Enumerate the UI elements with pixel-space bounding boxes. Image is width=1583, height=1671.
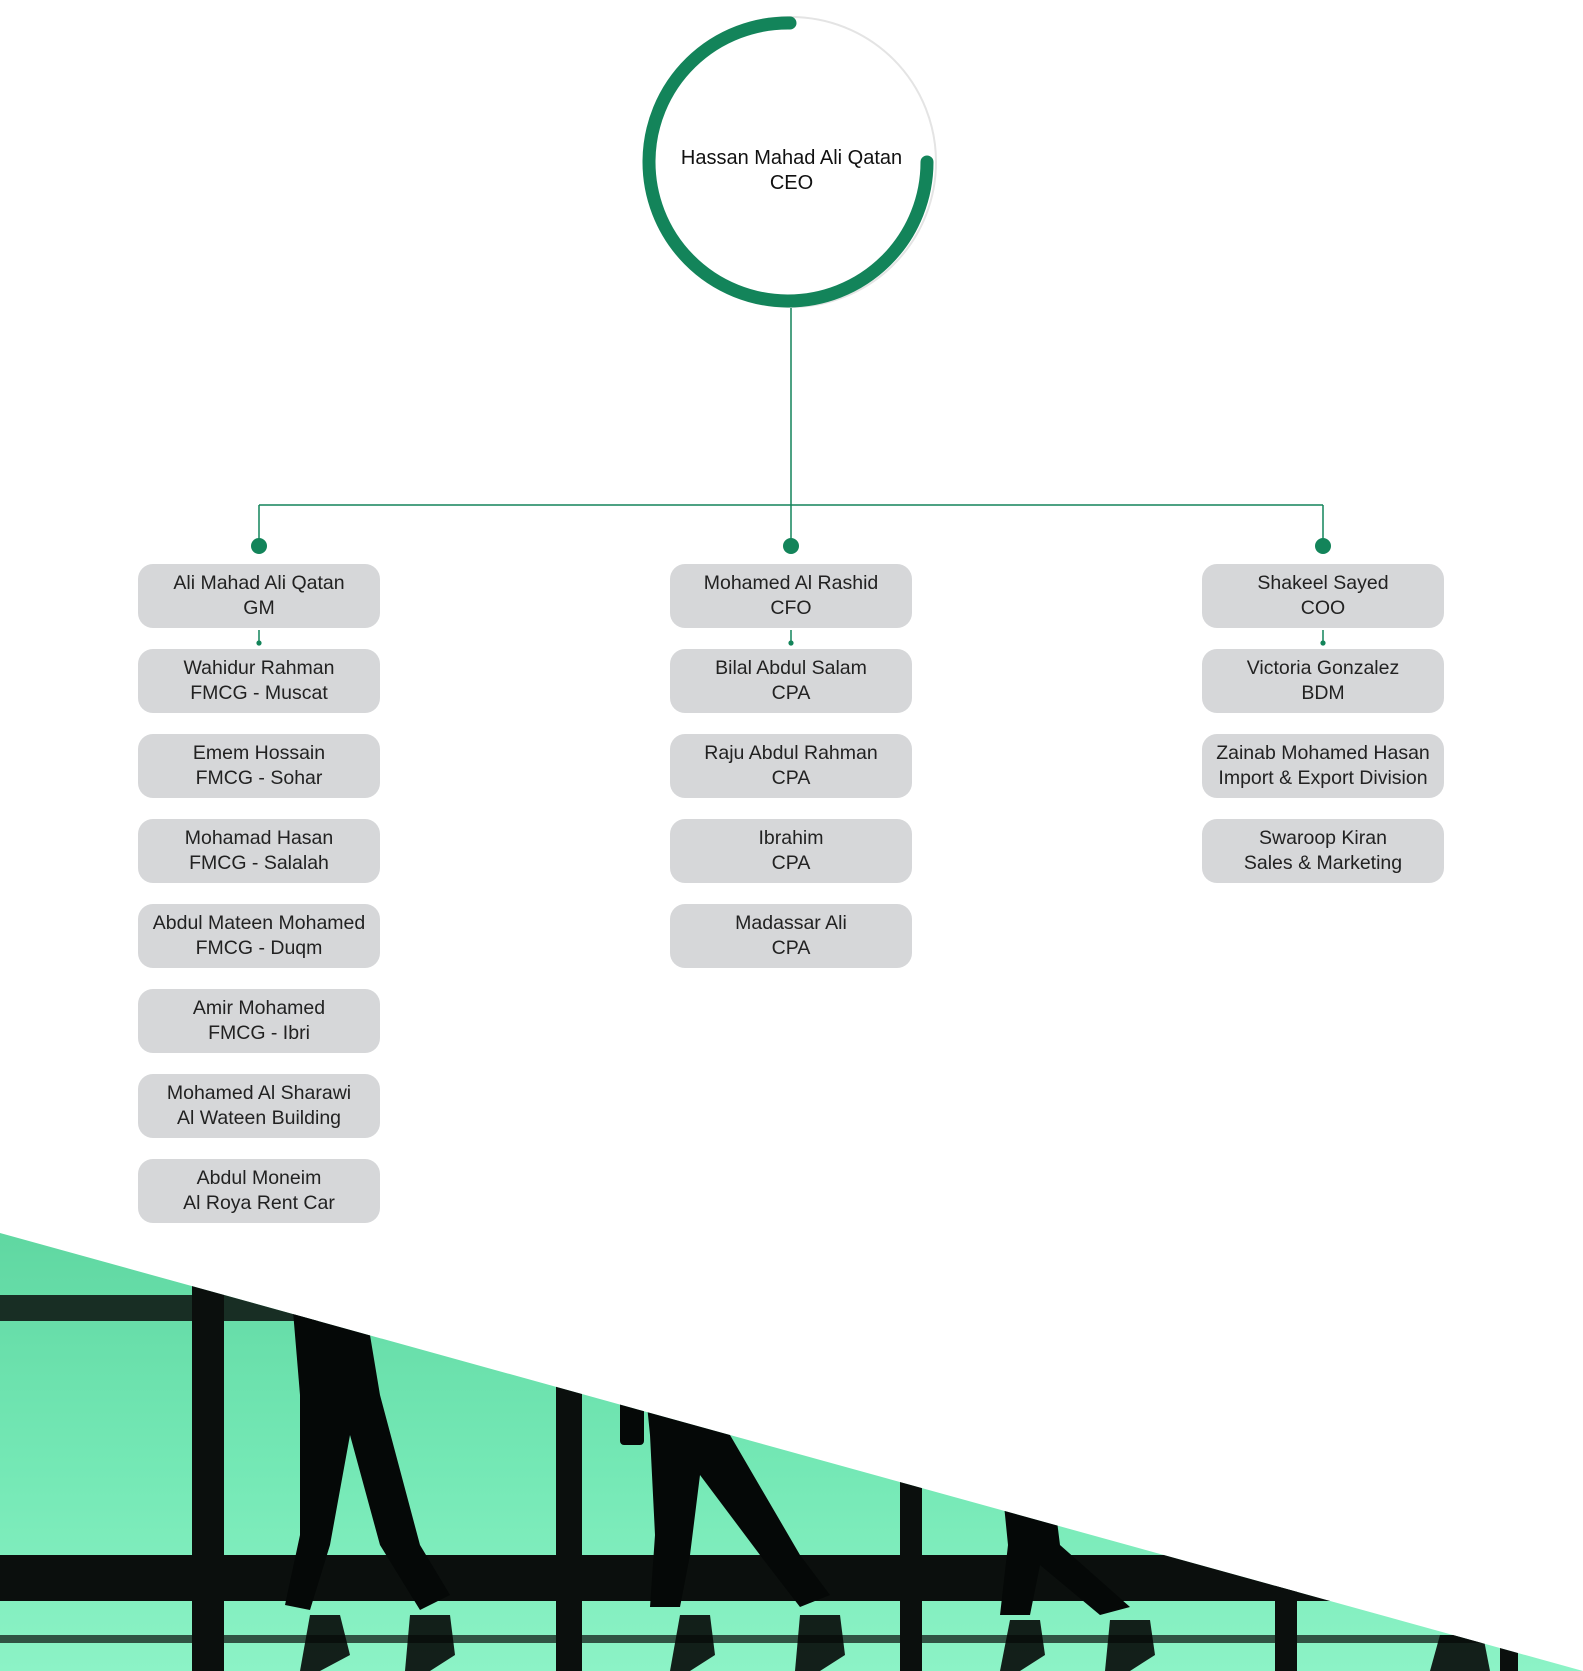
person-name: Victoria Gonzalez xyxy=(1246,657,1400,679)
branch-connectors xyxy=(251,505,1331,646)
person-title: Import & Export Division xyxy=(1218,767,1428,789)
person-title: FMCG - Sohar xyxy=(195,767,323,789)
report-node: Abdul Moneim Al Roya Rent Car xyxy=(138,1159,380,1223)
person-title: CPA xyxy=(771,852,811,874)
person-title: FMCG - Ibri xyxy=(208,1022,310,1044)
person-title: Sales & Marketing xyxy=(1243,852,1403,874)
person-title: FMCG - Salalah xyxy=(189,852,329,874)
person-name: Mohamed Al Sharawi xyxy=(166,1082,352,1104)
person-title: CPA xyxy=(771,682,811,704)
person-title: FMCG - Muscat xyxy=(190,682,328,704)
branch-dot xyxy=(783,538,799,554)
person-title: CPA xyxy=(771,937,811,959)
person-name: Swaroop Kiran xyxy=(1259,827,1387,849)
person-title: Al Wateen Building xyxy=(176,1107,342,1129)
ceo-ring-progress xyxy=(642,16,934,308)
person-name: Mohamad Hasan xyxy=(184,827,334,849)
person-name: Ali Mahad Ali Qatan xyxy=(173,572,345,594)
head-connector-dot xyxy=(256,640,262,646)
person-title: GM xyxy=(243,597,275,619)
person-name: Madassar Ali xyxy=(735,912,847,934)
person-name: Amir Mohamed xyxy=(192,997,326,1019)
person-name: Zainab Mohamed Hasan xyxy=(1216,742,1430,764)
person-title: CFO xyxy=(770,597,812,619)
ceo-label: Hassan Mahad Ali Qatan CEO xyxy=(640,146,943,196)
report-node: Mohamed Al Sharawi Al Wateen Building xyxy=(138,1074,380,1138)
person-name: Mohamed Al Rashid xyxy=(703,572,879,594)
person-name: Raju Abdul Rahman xyxy=(704,742,878,764)
person-name: Shakeel Sayed xyxy=(1257,572,1389,594)
person-name: Abdul Moneim xyxy=(196,1167,322,1189)
person-name: Bilal Abdul Salam xyxy=(715,657,867,679)
person-title: BDM xyxy=(1301,682,1345,704)
person-name: Abdul Mateen Mohamed xyxy=(152,912,366,934)
person-name: Ibrahim xyxy=(758,827,824,849)
person-title: FMCG - Duqm xyxy=(195,937,323,959)
branch-dot xyxy=(251,538,267,554)
head-connector-dot xyxy=(1320,640,1326,646)
person-name: Wahidur Rahman xyxy=(183,657,335,679)
branch-dot xyxy=(1315,538,1331,554)
person-title: COO xyxy=(1300,597,1346,619)
head-connector-dot xyxy=(788,640,794,646)
ceo-name: Hassan Mahad Ali Qatan xyxy=(680,147,903,169)
person-title: Al Roya Rent Car xyxy=(183,1192,335,1214)
ceo-title: CEO xyxy=(769,172,814,194)
person-title: CPA xyxy=(771,767,811,789)
person-name: Emem Hossain xyxy=(192,742,326,764)
